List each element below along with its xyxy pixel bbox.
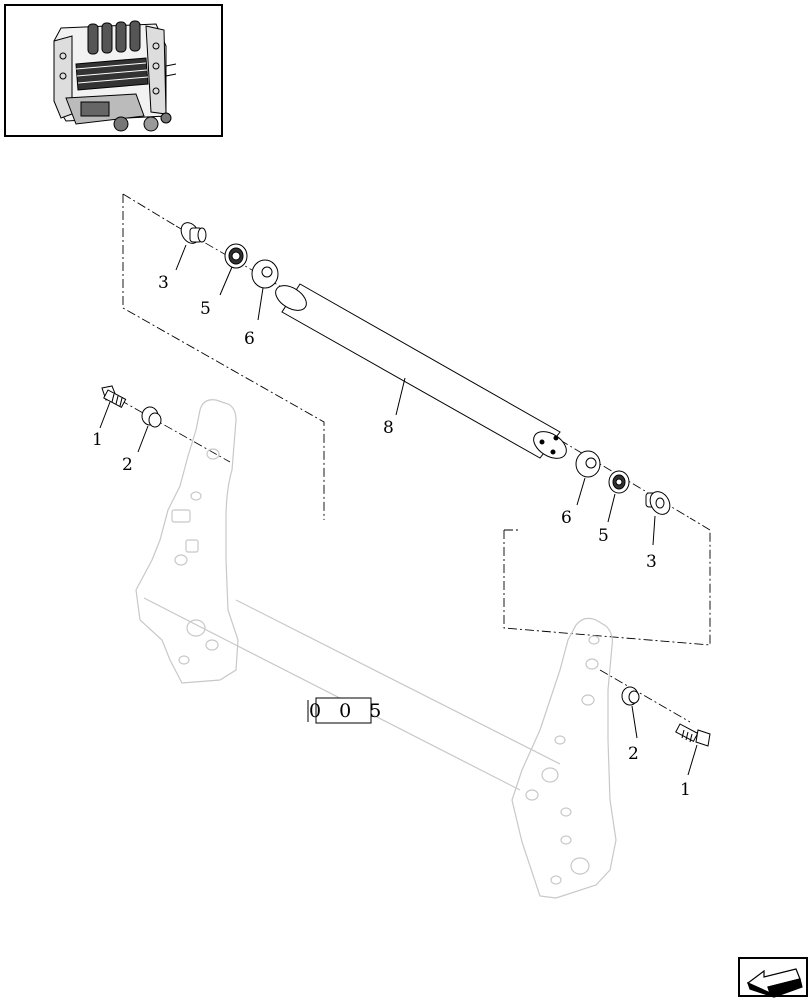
bushing-2-left[interactable] xyxy=(141,406,162,428)
flange-bearing-3-right[interactable] xyxy=(645,488,674,518)
callout-6-right: 6 xyxy=(561,508,572,528)
figure-code-box xyxy=(315,697,372,724)
spacer-6-right[interactable] xyxy=(575,450,601,478)
bolt-1-right[interactable] xyxy=(675,723,711,747)
bolt-1-left[interactable] xyxy=(101,385,127,409)
callout-1-right: 1 xyxy=(680,780,691,800)
callout-1-left: 1 xyxy=(92,430,103,450)
phantom-box-upper xyxy=(122,193,325,520)
machine-thumbnail xyxy=(4,4,223,137)
bearing-5-left[interactable] xyxy=(224,243,248,269)
callout-3-right: 3 xyxy=(646,552,657,572)
callout-2-right: 2 xyxy=(628,744,639,764)
frame-phantom xyxy=(135,399,617,899)
leader-lines xyxy=(99,244,698,776)
bushing-2-right[interactable] xyxy=(621,686,640,706)
callout-3-upper-left: 3 xyxy=(158,273,169,293)
figure-code: 0 0 5 xyxy=(309,700,387,722)
return-navigation-button[interactable] xyxy=(738,957,808,998)
return-arrow-icon xyxy=(746,968,803,998)
roller-part-8[interactable] xyxy=(271,281,571,464)
bearing-5-right[interactable] xyxy=(608,470,630,494)
callout-6-upper-left: 6 xyxy=(244,329,255,349)
phantom-box-lower xyxy=(503,517,711,646)
callout-5-upper-left: 5 xyxy=(200,299,211,319)
flange-bearing-3-left[interactable] xyxy=(178,219,207,246)
baler-machine-icon xyxy=(53,20,177,132)
callout-5-right: 5 xyxy=(598,526,609,546)
spacer-6-left[interactable] xyxy=(251,259,279,289)
callout-2-left: 2 xyxy=(122,455,133,475)
callout-8: 8 xyxy=(383,418,394,438)
